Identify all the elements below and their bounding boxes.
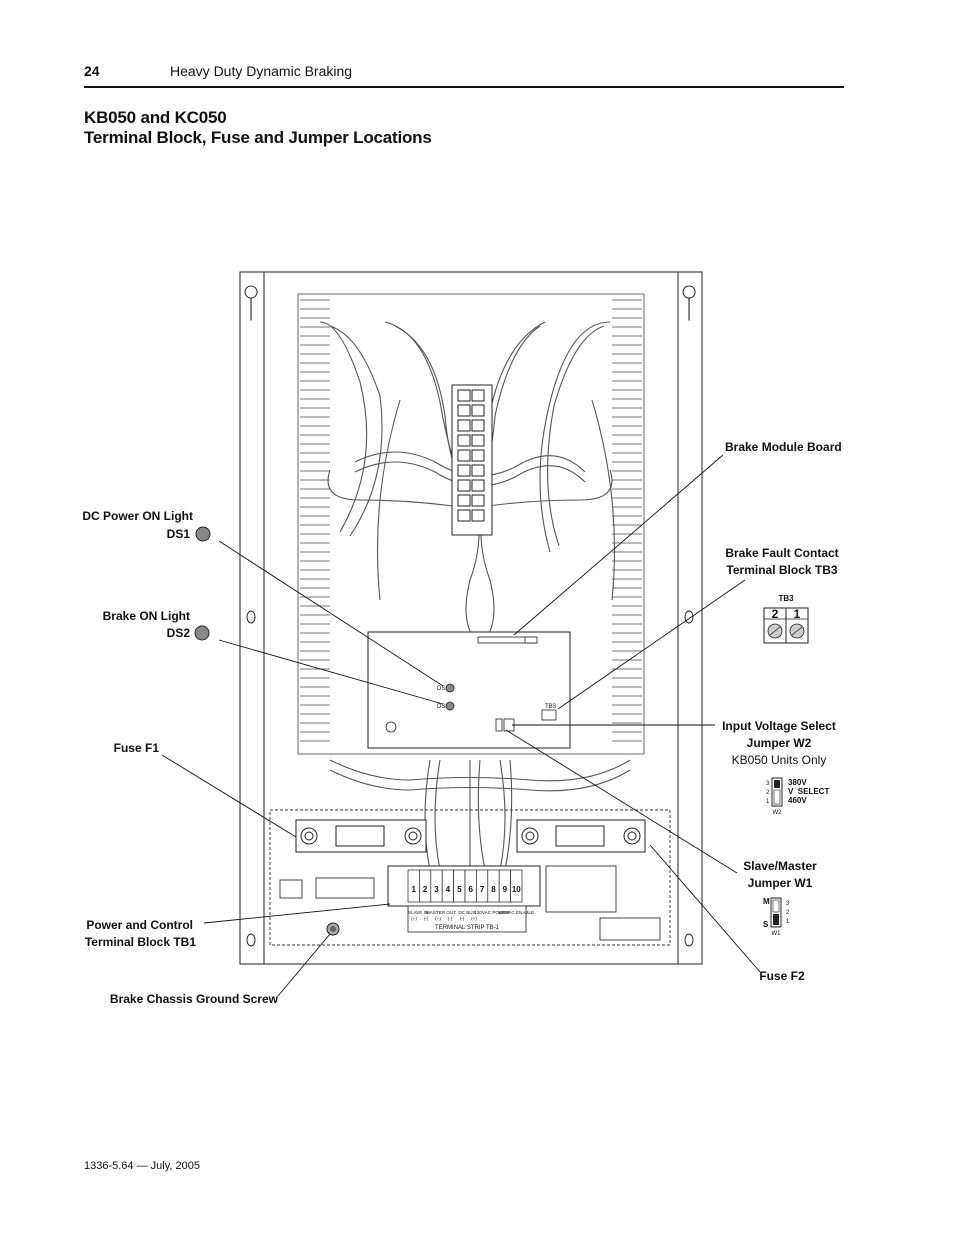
board-ds2-led: [445, 701, 455, 711]
ds1-indicator-icon: [195, 526, 211, 542]
tb1-group-label: MASTER OUT: [426, 910, 456, 915]
title-line-1: KB050 and KC050: [84, 108, 227, 127]
brake-module-board: DS1 DS2 TB3: [367, 631, 571, 749]
tb1-polarity-label: (+): [435, 916, 441, 921]
tb3-detail-title: TB3: [778, 594, 794, 603]
page-number: 24: [84, 63, 100, 79]
leader-lines: [161, 454, 761, 997]
w1-detail: M S 3 2 1 W1: [763, 897, 790, 937]
tb1-terminal-number: 5: [457, 885, 462, 894]
title-line-2: Terminal Block, Fuse and Jumper Location…: [84, 128, 432, 147]
w2-pin-1: 1: [766, 799, 770, 805]
heatsink: [297, 293, 645, 755]
input-voltage-label-1: Input Voltage Select: [722, 719, 836, 733]
board-logo: [385, 721, 397, 733]
tb1-group-label: SLAVE IN: [408, 910, 428, 915]
w2-select: V SELECT: [788, 787, 829, 796]
tb1-terminal-number: 1: [411, 885, 416, 894]
enclosure: [239, 271, 703, 965]
tb1-terminal-number: 9: [503, 885, 508, 894]
fault-contact-label-2: Terminal Block TB3: [726, 563, 837, 577]
footer-doc-ref: 1336-5.64 — July, 2005: [84, 1160, 200, 1172]
upper-terminal-stack: [451, 384, 493, 536]
board-ds1-tag: DS1: [437, 686, 449, 692]
tb1-polarity-label: (-): [448, 916, 453, 921]
board-tb3-tag: TB3: [545, 704, 557, 710]
w1-s: S: [763, 920, 769, 929]
tb1-terminal-number: 8: [491, 885, 496, 894]
section-title: Heavy Duty Dynamic Braking: [170, 63, 353, 79]
power-control-label-1: Power and Control: [86, 918, 193, 932]
tb3-terminal-1: 1: [794, 607, 801, 621]
board-ds2-tag: DS2: [437, 704, 449, 710]
board-w1: [495, 718, 503, 732]
tb1-terminal-number: 10: [512, 885, 521, 894]
tb1-terminal-number: 6: [468, 885, 473, 894]
tb1-polarity-label: (-): [424, 916, 429, 921]
w1-pin-1: 1: [786, 919, 790, 925]
bottom-panel: [269, 809, 671, 946]
tb1-group-label: 120VAC ENABLE: [498, 910, 534, 915]
tb3-detail: TB3 2 1: [763, 594, 809, 644]
w1-name: W1: [772, 931, 782, 937]
tb1-terminal-number: 4: [446, 885, 451, 894]
tb1-polarity-label: (+): [471, 916, 477, 921]
brake-module-board-label: Brake Module Board: [725, 440, 842, 454]
w2-460v: 460V: [788, 796, 807, 805]
fuse-f1-label: Fuse F1: [114, 741, 160, 755]
fuse-f1-assembly: [295, 819, 427, 853]
tb1-terminal-number: 7: [480, 885, 485, 894]
ds2-label: DS2: [167, 626, 191, 640]
w2-pin-2: 2: [766, 790, 770, 796]
power-control-label-2: Terminal Block TB1: [85, 935, 196, 949]
ds1-label: DS1: [167, 527, 191, 541]
tb1-strip-caption: TERMINAL STRIP TB-1: [435, 925, 500, 931]
page-title: KB050 and KC050 Terminal Block, Fuse and…: [84, 108, 432, 148]
tb3-terminal-2: 2: [772, 607, 779, 621]
tb1-terminal-number: 2: [423, 885, 428, 894]
board-ds1-led: [445, 683, 455, 693]
w2-name: W2: [773, 810, 783, 816]
chassis-ground-screw: [326, 922, 340, 936]
kb050-only-note: KB050 Units Only: [732, 753, 827, 767]
w1-pin-2: 2: [786, 910, 790, 916]
w2-380v: 380V: [788, 778, 807, 787]
w2-detail: 3 2 1 380V V SELECT 460V W2: [766, 777, 829, 816]
w1-pin-3: 3: [786, 901, 790, 907]
tb1-polarity-label: (-): [460, 916, 465, 921]
slave-master-label-1: Slave/Master: [743, 859, 817, 873]
tb1-terminal-cell: [510, 869, 523, 903]
w1-m: M: [763, 897, 770, 906]
tb1-terminal-number: 3: [434, 885, 439, 894]
brake-on-label: Brake ON Light: [103, 609, 190, 623]
tb1-group-label: DC BUS: [458, 910, 475, 915]
w2-pin-3: 3: [766, 781, 770, 787]
fuse-f2-assembly: [516, 819, 646, 853]
dc-power-label: DC Power ON Light: [82, 509, 193, 523]
tb1-group-label: 120VAC POWER: [474, 910, 510, 915]
page-header: 24 Heavy Duty Dynamic Braking: [84, 60, 844, 88]
fuse-f2-label: Fuse F2: [759, 969, 805, 983]
ground-screw-label: Brake Chassis Ground Screw: [110, 992, 279, 1006]
input-voltage-label-2: Jumper W2: [747, 736, 812, 750]
fault-contact-label-1: Brake Fault Contact: [725, 546, 838, 560]
ds2-indicator-icon: [194, 625, 210, 641]
board-tb3: [541, 709, 557, 721]
slave-master-label-2: Jumper W1: [748, 876, 813, 890]
tb1-polarity-label: (+): [411, 916, 417, 921]
